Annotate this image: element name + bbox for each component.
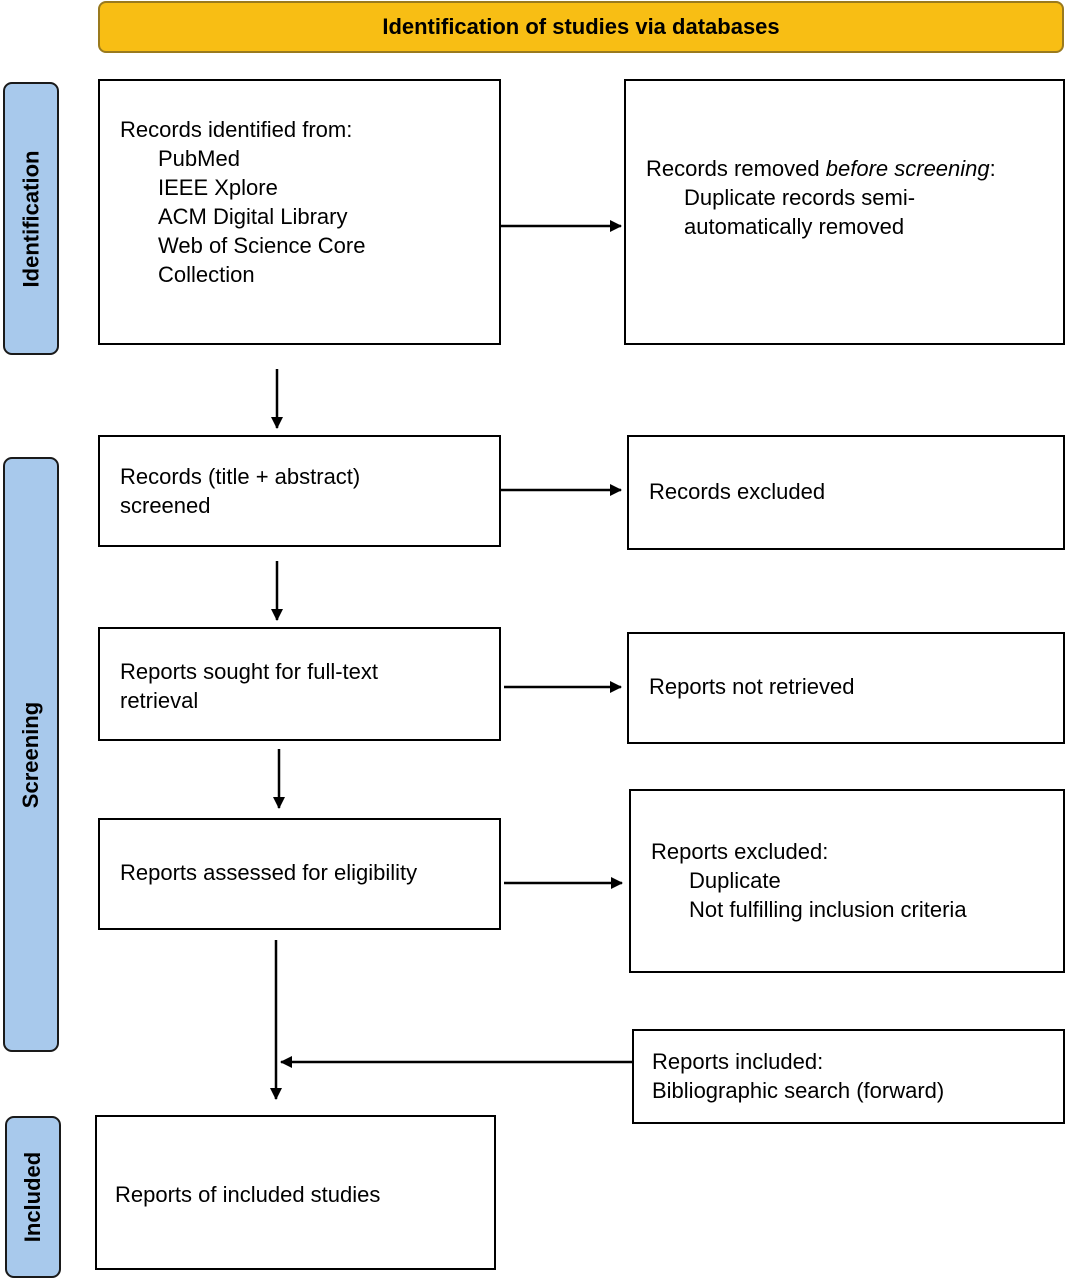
records-removed-title-suffix: : (989, 156, 996, 181)
reports-excluded-item: Duplicate (689, 868, 781, 893)
reports-sought-box: Reports sought for full-text retrieval (98, 627, 501, 741)
header-banner: Identification of studies via databases (98, 1, 1064, 53)
records-screened-line: Records (title + abstract) (120, 464, 361, 489)
records-screened-line: screened (120, 493, 211, 518)
records-removed-item: automatically removed (684, 214, 905, 239)
reports-excluded-title: Reports excluded: (651, 839, 829, 864)
reports-included-other-box: Reports included: Bibliographic search (… (632, 1029, 1065, 1124)
phase-identification: Identification (3, 82, 59, 355)
header-title: Identification of studies via databases (382, 14, 780, 39)
reports-included-other-line: Reports included: (652, 1049, 824, 1074)
records-excluded-text: Records excluded (649, 479, 826, 504)
phase-screening: Screening (3, 457, 59, 1052)
included-studies-text: Reports of included studies (115, 1182, 381, 1207)
records-excluded-box: Records excluded (627, 435, 1065, 550)
reports-sought-line: Reports sought for full-text (120, 659, 379, 684)
source-acm-digital-library: ACM Digital Library (158, 204, 348, 229)
reports-excluded-item: Not fulfilling inclusion criteria (689, 897, 967, 922)
records-removed-title-prefix: Records removed (646, 156, 826, 181)
reports-assessed-box: Reports assessed for eligibility (98, 818, 501, 930)
included-studies-box: Reports of included studies (95, 1115, 496, 1270)
records-removed-box: Records removed before screening: Duplic… (624, 79, 1065, 345)
reports-excluded-box: Reports excluded: Duplicate Not fulfilli… (629, 789, 1065, 973)
reports-not-retrieved-text: Reports not retrieved (649, 674, 855, 699)
phase-included: Included (5, 1116, 61, 1278)
reports-not-retrieved-box: Reports not retrieved (627, 632, 1065, 744)
source-pubmed: PubMed (158, 146, 240, 171)
source-web-of-science: Web of Science Core (158, 233, 366, 258)
records-removed-title: Records removed before screening: (646, 154, 1063, 183)
source-web-of-science-collection: Collection (158, 262, 255, 287)
source-ieee-xplore: IEEE Xplore (158, 175, 278, 200)
records-screened-box: Records (title + abstract) screened (98, 435, 501, 547)
records-removed-title-emphasis: before screening (825, 156, 990, 181)
records-removed-item: Duplicate records semi- (684, 185, 916, 210)
reports-assessed-text: Reports assessed for eligibility (120, 860, 418, 885)
records-identified-box: Records identified from: PubMed IEEE Xpl… (98, 79, 501, 345)
records-identified-title: Records identified from: (120, 117, 353, 142)
reports-sought-line: retrieval (120, 688, 199, 713)
reports-included-other-line: Bibliographic search (forward) (652, 1078, 945, 1103)
